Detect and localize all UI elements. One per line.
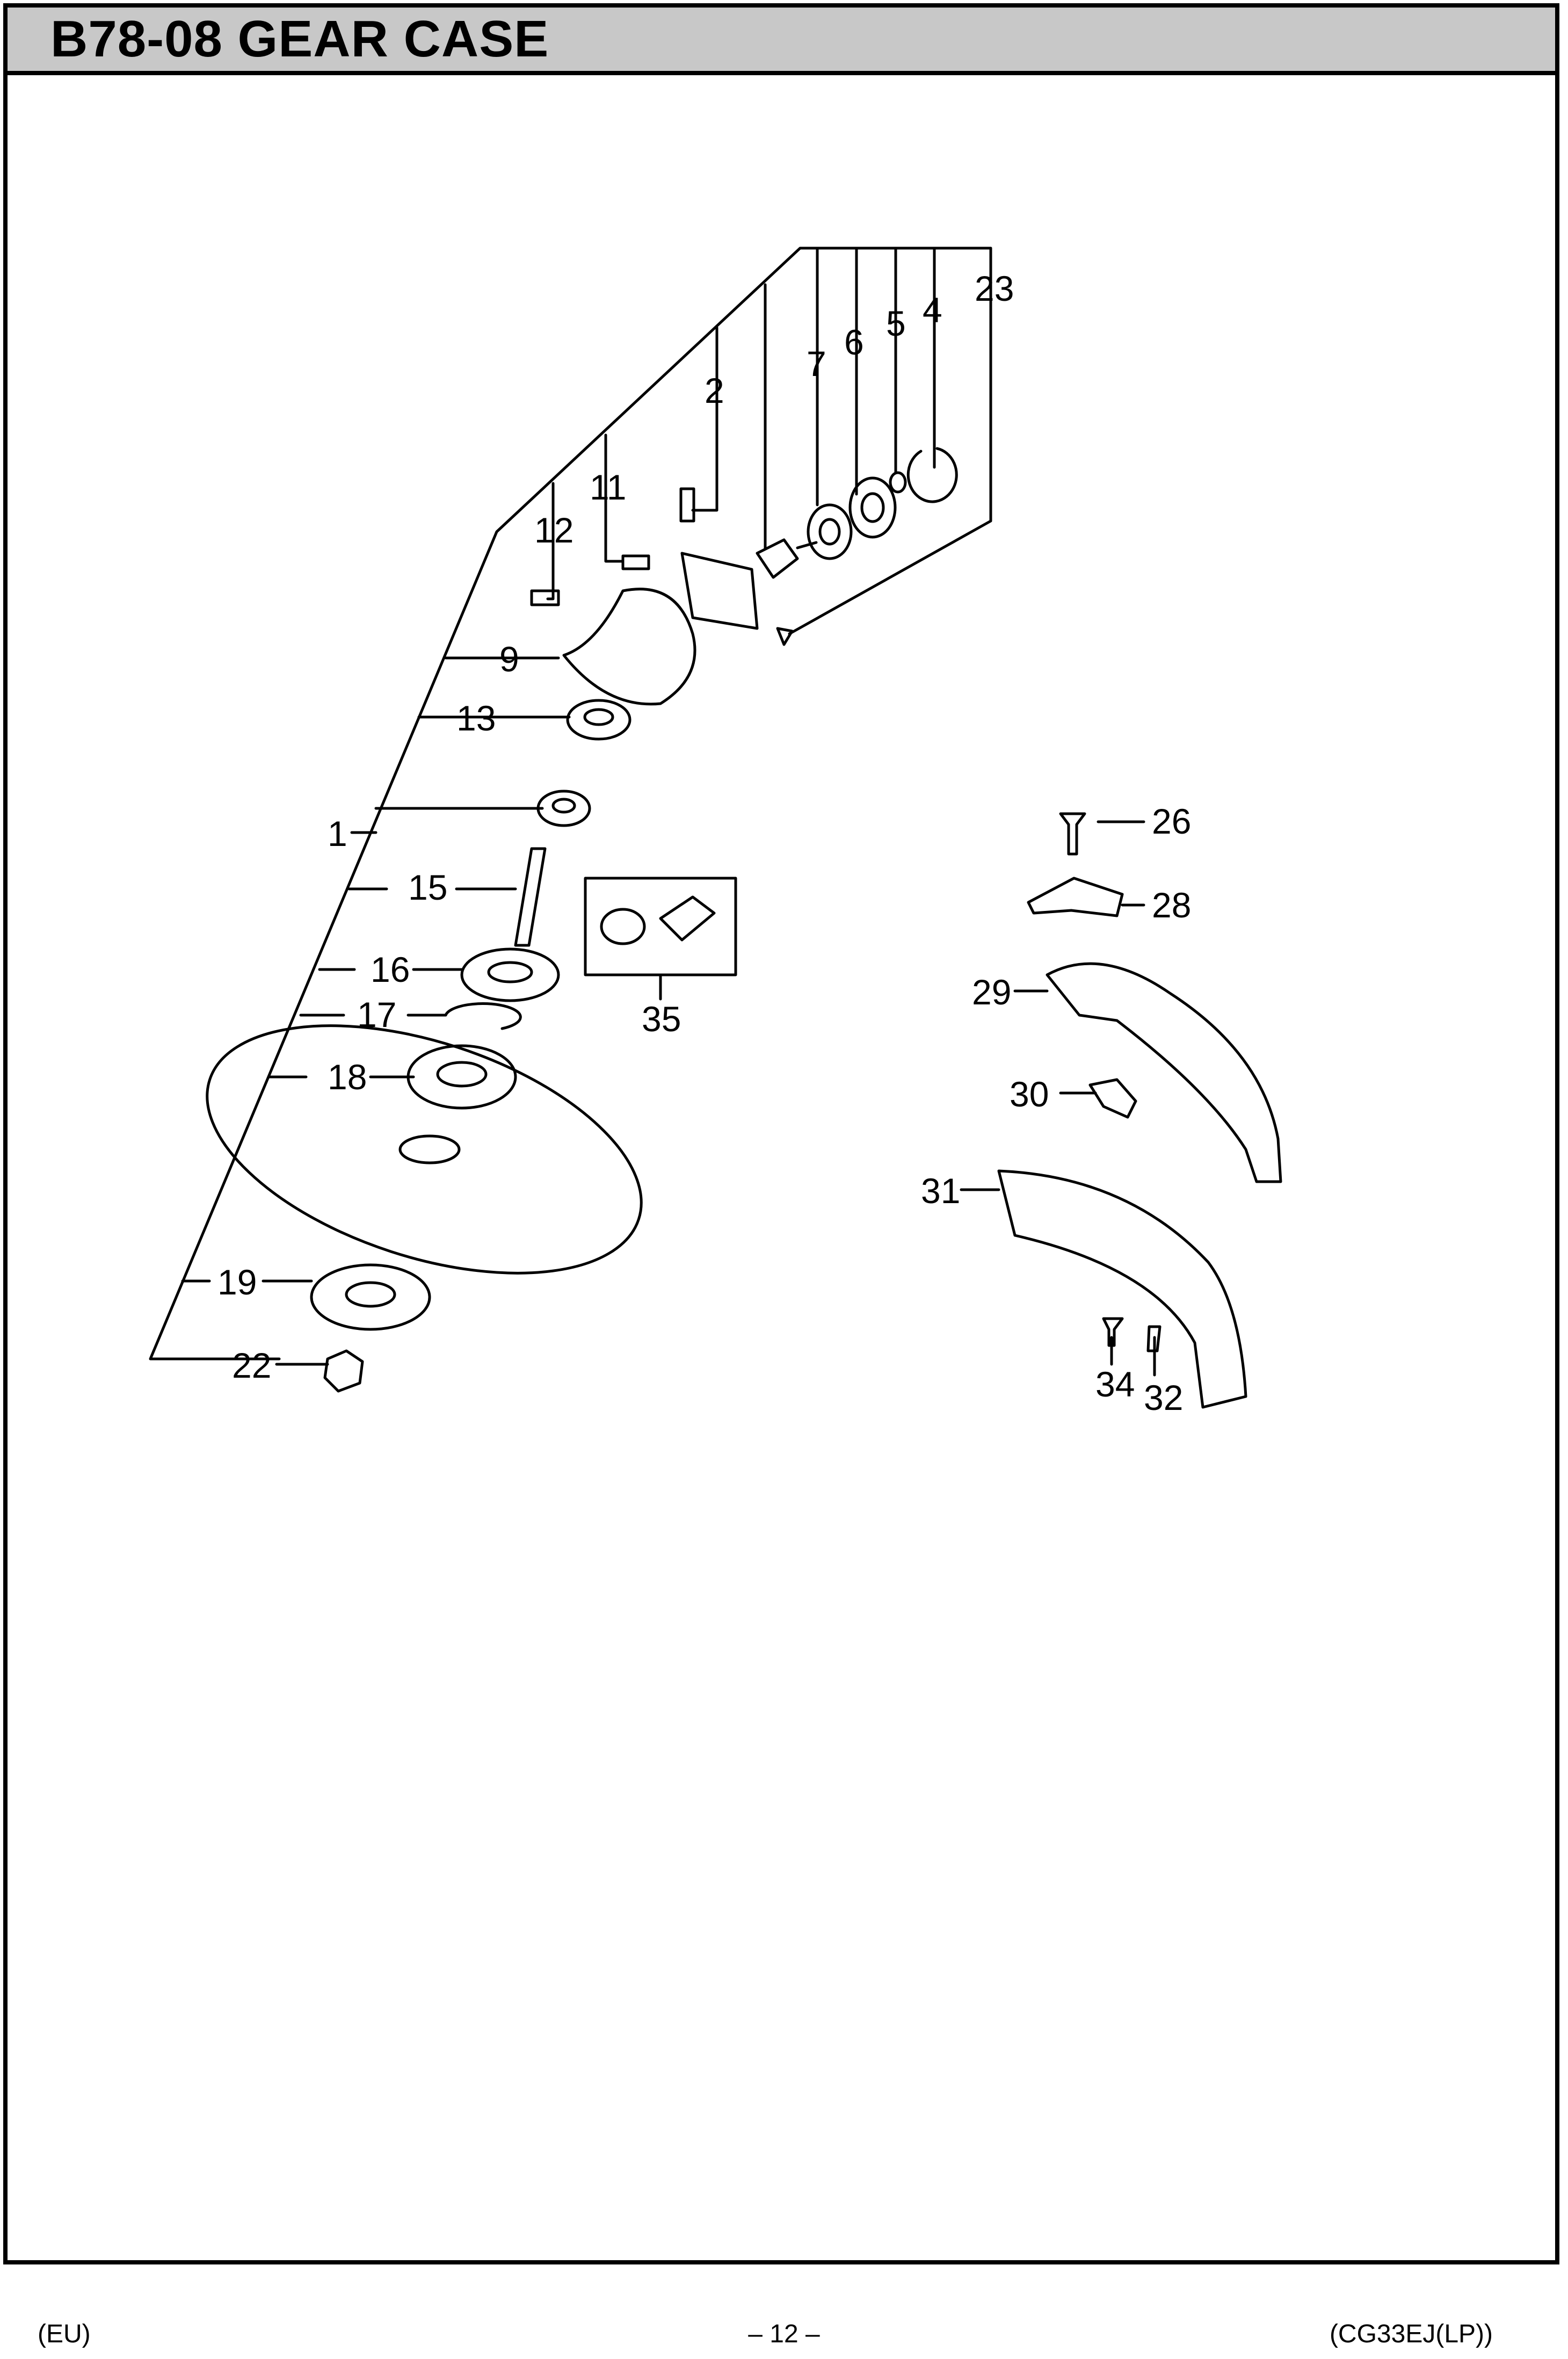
circlip-17: [444, 1002, 522, 1030]
callout-15: 15: [408, 867, 447, 907]
gear-case-clamp: [680, 552, 759, 630]
callout-32: 32: [1144, 1378, 1183, 1417]
page-title: B78-08 GEAR CASE: [50, 10, 549, 68]
callout-23: 23: [975, 269, 1014, 308]
page-frame: B78-08 GEAR CASE: [3, 3, 1559, 2264]
bolt-12: [530, 589, 560, 606]
callout-12: 12: [534, 510, 574, 550]
callout-5: 5: [886, 303, 906, 343]
callout-16: 16: [371, 950, 410, 989]
guard-29: [1046, 962, 1282, 1183]
callout-28: 28: [1152, 885, 1191, 925]
bearing-13: [566, 699, 631, 741]
callout-18: 18: [328, 1057, 367, 1097]
callout-19: 19: [217, 1262, 257, 1302]
bolt-2: [679, 487, 695, 523]
clamp-30: [1088, 1078, 1137, 1119]
callout-4: 4: [923, 290, 942, 330]
callout-11: 11: [590, 467, 627, 507]
bearing-6: [848, 476, 897, 539]
callout-6: 6: [844, 322, 864, 362]
leader-lines: [149, 247, 1156, 1377]
plate-28: [1027, 877, 1124, 917]
callout-9: 9: [499, 639, 519, 679]
holder-18: [406, 1044, 517, 1110]
plate-32: [1146, 1325, 1162, 1352]
callout-31: 31: [921, 1171, 960, 1211]
washer-5: [889, 471, 907, 494]
gear-case-parts: [206, 447, 1282, 1409]
footer-region: (EU): [38, 2320, 91, 2348]
callout-13: 13: [456, 698, 496, 738]
callout-30: 30: [1010, 1074, 1049, 1114]
screw-26: [1059, 812, 1086, 856]
key-23: [776, 627, 794, 646]
oil-seal: [536, 790, 591, 827]
bolt-34: [1102, 1317, 1124, 1347]
callout-34: 34: [1095, 1364, 1135, 1404]
kit-box-35: [584, 877, 737, 976]
cover-19: [310, 1263, 431, 1331]
bearing-7: [807, 503, 853, 560]
pinion-gear: [756, 538, 799, 579]
guard-31: [997, 1169, 1247, 1409]
callout-29: 29: [972, 972, 1011, 1012]
spindle-shaft-15: [514, 847, 547, 947]
snap-ring-4: [906, 447, 958, 503]
callout-17: 17: [357, 995, 396, 1034]
nut-22: [323, 1349, 364, 1393]
callout-26: 26: [1152, 801, 1191, 841]
callout-1: 1: [328, 814, 347, 853]
bolt-11: [621, 554, 650, 570]
callout-7: 7: [807, 344, 826, 383]
footer-model: (CG33EJ(LP)): [1329, 2320, 1493, 2348]
callout-35: 35: [642, 999, 681, 1039]
title-bar: B78-08 GEAR CASE: [8, 8, 1555, 75]
callout-2: 2: [705, 371, 724, 410]
bearing-16: [460, 947, 560, 1002]
page-number: – 12 –: [748, 2320, 820, 2348]
callout-22: 22: [232, 1345, 271, 1385]
blade-disk: [206, 1024, 643, 1275]
gear-case-9: [562, 588, 696, 706]
